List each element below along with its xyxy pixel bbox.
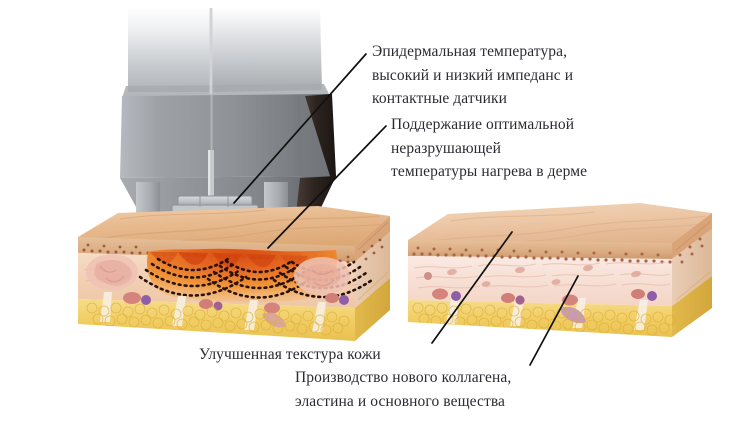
callout-texture-line-1: Улучшенная текстура кожи [199, 346, 381, 363]
callout-epidermal-line-3: контактные датчики [372, 90, 508, 108]
fat-cells-left [86, 302, 350, 336]
rf-handpiece [120, 8, 336, 222]
skin-block-healthy [408, 203, 712, 337]
callout-epidermal-line-2: высокий и низкий импеданс и [372, 66, 574, 84]
dermal-structures-left [86, 254, 350, 295]
leader-lines [233, 53, 579, 366]
skin-block-treated [78, 206, 390, 341]
callout-optimal-line-3: температуры нагрева в дерме [391, 163, 588, 181]
callout-collagen-line-2: эластина и основного вещества [295, 392, 506, 410]
leader-line-texture [431, 231, 513, 344]
callout-optimal-line-2: неразрушающей [391, 139, 502, 157]
handpiece-leg-left [136, 182, 160, 216]
callout-new-collagen: Производство нового коллагена, эластина … [295, 366, 511, 413]
callout-improved-texture: Улучшенная текстура кожи [199, 343, 381, 367]
leader-line-collagen [529, 275, 579, 366]
leader-line-optimal [267, 125, 387, 249]
basal-layer-dots-right [412, 237, 704, 264]
leader-line-epidermal [233, 53, 367, 204]
callout-collagen-line-1: Производство нового коллагена, [295, 369, 512, 386]
collagen-fibres [413, 261, 671, 289]
callout-epidermal-sensors: Эпидермальная температура, высокий и низ… [372, 40, 573, 111]
callout-optimal-line-1: Поддержание оптимальной [391, 116, 575, 133]
dermal-structures-right [424, 272, 657, 330]
callout-optimal-heating: Поддержание оптимальной неразрушающей те… [391, 113, 587, 184]
callout-epidermal-line-1: Эпидермальная температура, [372, 43, 568, 60]
